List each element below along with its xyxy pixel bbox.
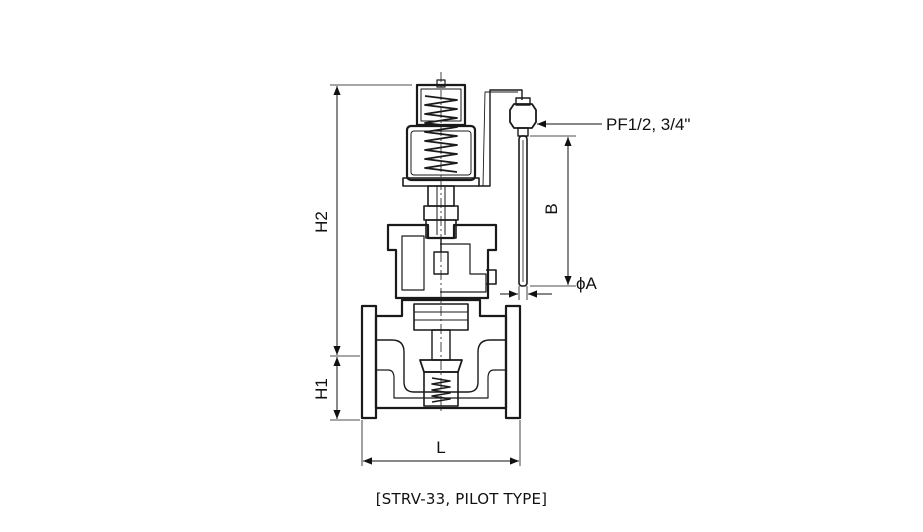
pilot-tube bbox=[478, 89, 523, 187]
spring-housing bbox=[402, 79, 480, 187]
connection-label: PF1/2, 3/4" bbox=[606, 115, 690, 134]
valve-body bbox=[360, 298, 522, 420]
phi-a-label: ϕA bbox=[576, 274, 598, 293]
h1-label: H1 bbox=[312, 378, 331, 400]
sensor-bulb bbox=[509, 97, 537, 287]
figure-caption: [STRV-33, PILOT TYPE] bbox=[375, 490, 548, 508]
pilot-body bbox=[386, 223, 498, 300]
h2-label: H2 bbox=[312, 211, 331, 233]
b-label: B bbox=[542, 203, 561, 214]
l-label: L bbox=[436, 438, 445, 457]
